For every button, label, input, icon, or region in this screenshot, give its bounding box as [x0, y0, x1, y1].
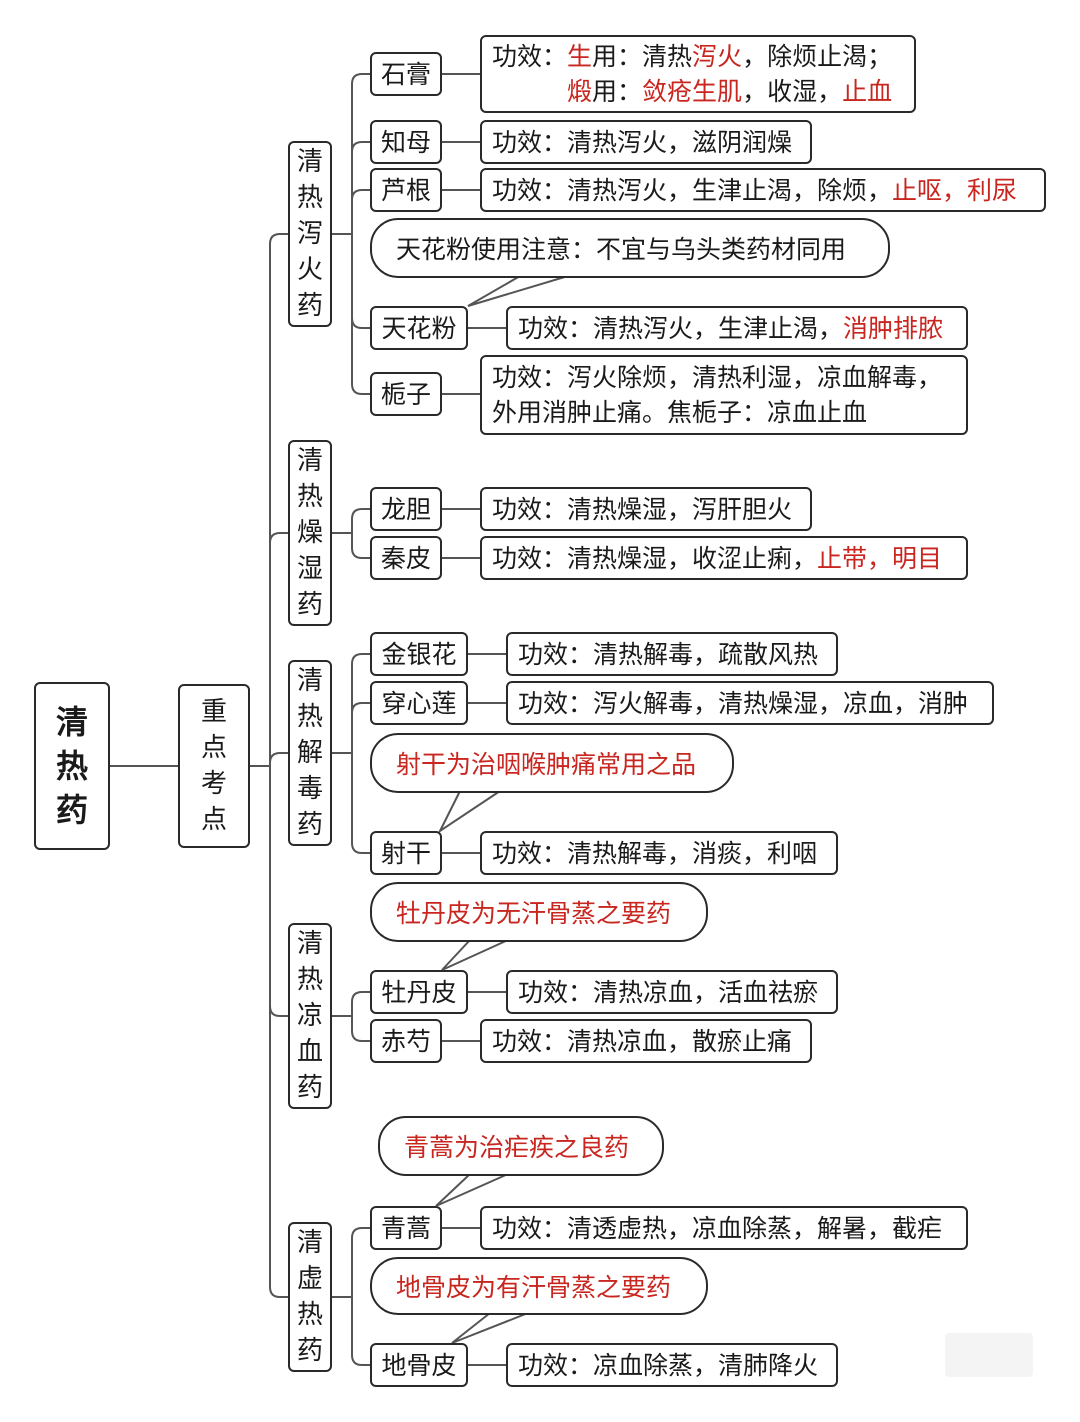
herb-jinyinhua: 金银花	[370, 632, 468, 676]
category-heat-clearing-damp-drying: 清热燥湿药	[288, 440, 332, 626]
effect-shigao: 功效：生用：清热泻火，除烦止渴； 煅用：敛疮生肌，收湿，止血	[480, 35, 916, 113]
herb-shegan: 射干	[370, 831, 442, 875]
effect-qinghao: 功效：清透虚热，凉血除蒸，解暑，截疟	[480, 1206, 968, 1250]
herb-shigao: 石膏	[370, 52, 442, 96]
herb-qinghao: 青蒿	[370, 1206, 442, 1250]
effect-digupi: 功效：凉血除蒸，清肺降火	[506, 1343, 838, 1387]
watermark-box	[945, 1333, 1033, 1377]
herb-tianhuafen: 天花粉	[370, 306, 468, 350]
herb-zhizi: 栀子	[370, 372, 442, 416]
herb-qinpi: 秦皮	[370, 536, 442, 580]
herb-mudanpi: 牡丹皮	[370, 970, 468, 1014]
herb-longdan: 龙胆	[370, 487, 442, 531]
root-node: 清热药	[34, 682, 110, 850]
herb-chuanxinlian: 穿心莲	[370, 681, 468, 725]
effect-lugen: 功效：清热泻火，生津止渴，除烦，止呕，利尿	[480, 168, 1046, 212]
herb-chishao: 赤芍	[370, 1019, 442, 1063]
note-digupi: 地骨皮为有汗骨蒸之要药	[370, 1257, 708, 1315]
note-shegan: 射干为治咽喉肿痛常用之品	[370, 733, 734, 793]
herb-zhimu: 知母	[370, 120, 442, 164]
category-heat-clearing-blood-cooling: 清热凉血药	[288, 923, 332, 1109]
note-tianhuafen: 天花粉使用注意：不宜与乌头类药材同用	[370, 218, 890, 278]
effect-zhizi: 功效：泻火除烦，清热利湿，凉血解毒，外用消肿止痛。焦栀子：凉血止血	[480, 355, 968, 435]
category-heat-clearing-detoxifying: 清热解毒药	[288, 660, 332, 846]
effect-shegan: 功效：清热解毒，消痰，利咽	[480, 831, 838, 875]
category-heat-clearing-fire-purging: 清热泻火药	[288, 141, 332, 327]
key-points-node: 重点考点	[178, 684, 250, 848]
effect-mudanpi: 功效：清热凉血，活血祛瘀	[506, 970, 838, 1014]
herb-digupi: 地骨皮	[370, 1343, 468, 1387]
effect-zhimu: 功效：清热泻火，滋阴润燥	[480, 120, 812, 164]
effect-chishao: 功效：清热凉血，散瘀止痛	[480, 1019, 812, 1063]
note-mudanpi: 牡丹皮为无汗骨蒸之要药	[370, 882, 708, 942]
effect-tianhuafen: 功效：清热泻火，生津止渴，消肿排脓	[506, 306, 968, 350]
herb-lugen: 芦根	[370, 168, 442, 212]
effect-longdan: 功效：清热燥湿，泻肝胆火	[480, 487, 812, 531]
category-deficiency-heat-clearing: 清虚热药	[288, 1222, 332, 1372]
effect-chuanxinlian: 功效：泻火解毒，清热燥湿，凉血，消肿	[506, 681, 994, 725]
note-qinghao: 青蒿为治疟疾之良药	[378, 1116, 664, 1176]
effect-qinpi: 功效：清热燥湿，收涩止痢，止带，明目	[480, 536, 968, 580]
effect-jinyinhua: 功效：清热解毒，疏散风热	[506, 632, 838, 676]
